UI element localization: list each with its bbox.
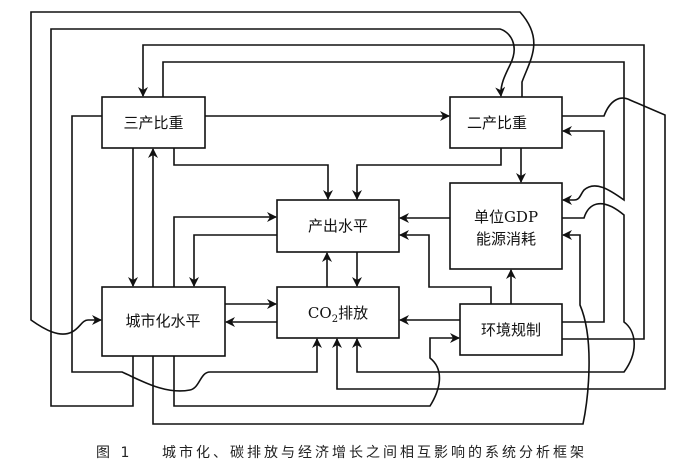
edge-urbanization-to-secondary — [50, 28, 515, 407]
node-urbanization: 城市化水平 — [101, 286, 226, 357]
edge-tertiary-to-energy — [162, 61, 625, 205]
node-label: 环境规制 — [481, 321, 541, 339]
edge-urbanization-to-env — [173, 333, 460, 407]
edge-urbanization-to-output — [173, 212, 277, 287]
edge-energy-to-co2 — [352, 202, 635, 373]
node-label: CO2排放 — [308, 304, 368, 325]
node-label-line1: 单位GDP — [474, 208, 538, 226]
edge-tertiary-to-output — [173, 148, 333, 200]
co2-subscript: 2 — [332, 314, 338, 325]
edge-env-to-tertiary — [138, 44, 645, 340]
node-label-line2: 能源消耗 — [476, 230, 536, 248]
co2-suffix: 排放 — [338, 304, 368, 322]
figure-title: 城市化、碳排放与经济增长之间相互影响的系统分析框架 — [162, 445, 587, 461]
node-label: 城市化水平 — [125, 312, 200, 330]
edge-urbanization-to-energy — [152, 230, 590, 425]
edge-env-to-secondary — [562, 126, 605, 323]
node-co2-emission: CO2排放 — [276, 286, 400, 339]
node-label: 二产比重 — [467, 114, 527, 132]
node-energy-per-gdp: 单位GDP 能源消耗 — [449, 182, 563, 270]
node-output-level: 产出水平 — [276, 199, 400, 253]
node-env-regulation: 环境规制 — [459, 303, 563, 356]
node-label: 产出水平 — [308, 217, 368, 235]
node-label: 三产比重 — [123, 114, 183, 132]
edge-output-to-urbanization — [189, 234, 277, 287]
edge-tertiary-to-co2 — [71, 115, 322, 392]
edge-env-to-output — [399, 230, 492, 304]
edge-secondary-to-urbanization — [30, 11, 535, 335]
edge-secondary-to-output — [352, 148, 502, 200]
figure-number: 图 1 — [96, 445, 133, 461]
edge-secondary-to-co2 — [332, 97, 666, 390]
co2-prefix: CO — [308, 304, 332, 322]
node-tertiary-share: 三产比重 — [101, 96, 206, 149]
node-secondary-share: 二产比重 — [449, 96, 563, 149]
